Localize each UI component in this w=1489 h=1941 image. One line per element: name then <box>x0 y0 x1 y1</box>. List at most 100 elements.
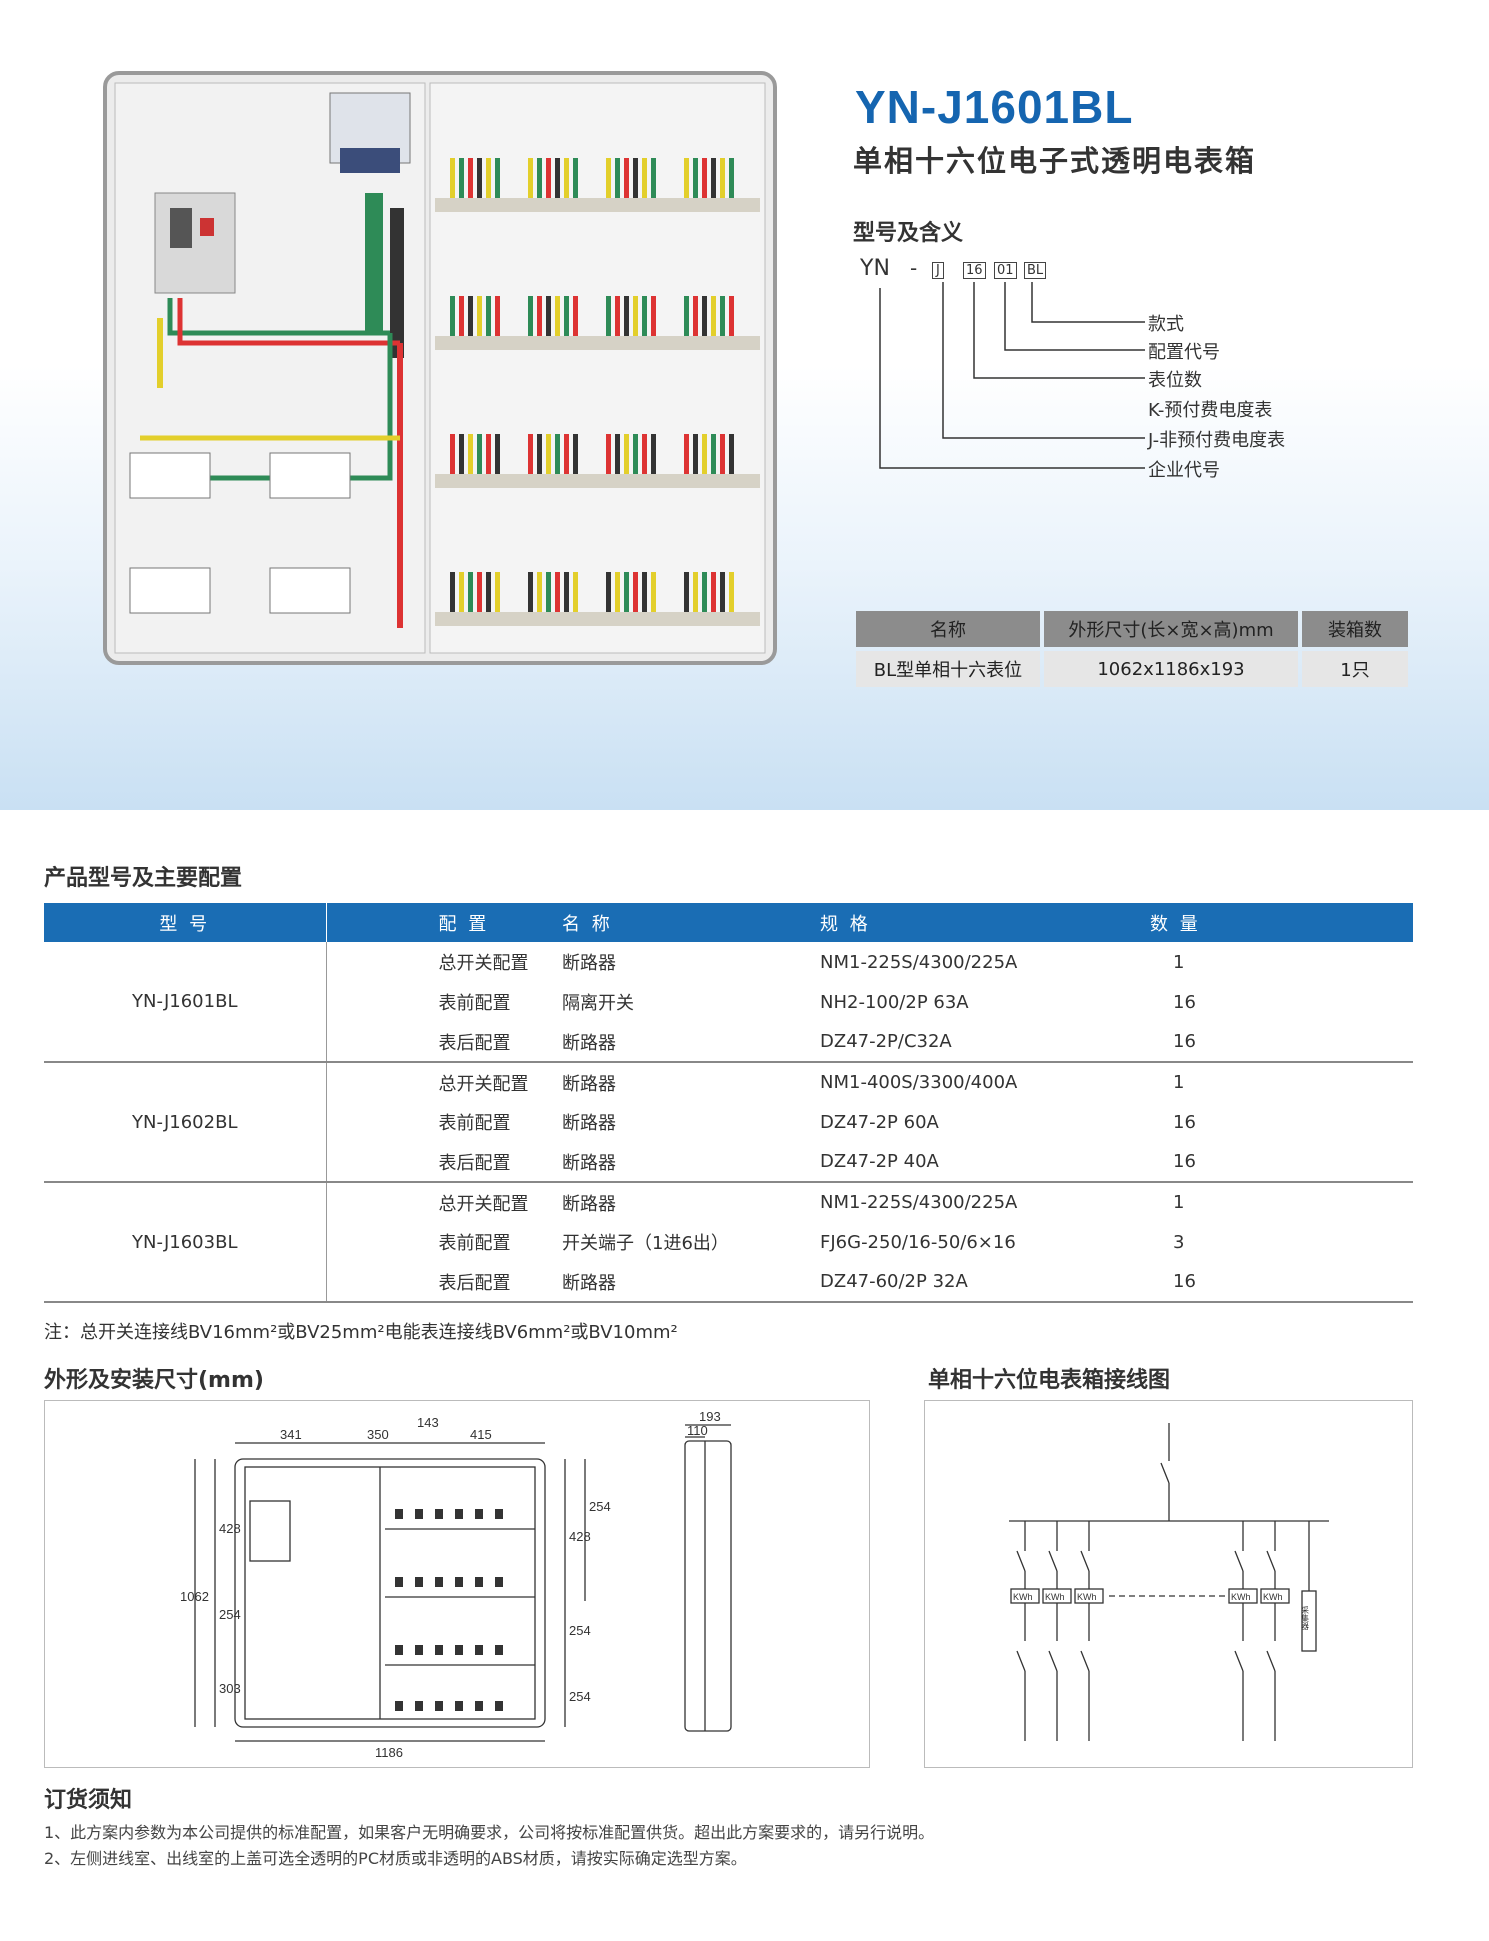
spec-cell-size: 1062x1186x193 <box>1044 651 1298 687</box>
config-header-spec: 规 格 <box>820 903 1150 942</box>
meter-wire <box>555 572 560 612</box>
meter-wire <box>477 296 482 336</box>
code-leader-lines <box>879 282 1145 469</box>
meter-label: KWh <box>1013 1592 1033 1602</box>
meter-wire <box>720 158 725 198</box>
meter-label: KWh <box>1045 1592 1065 1602</box>
config-cell: 总开关配置 <box>438 953 529 974</box>
config-cell: 16 <box>1150 1142 1413 1183</box>
meter-wire <box>564 158 569 198</box>
meter-wire <box>537 296 542 336</box>
meter-shelf <box>435 198 760 212</box>
config-cell: 断路器 <box>562 1262 820 1303</box>
meter-wire <box>486 296 491 336</box>
meter-wire <box>642 296 647 336</box>
table-row: 表后配置 断路器 DZ47-60/2P 32A 16 <box>44 1262 1413 1303</box>
config-cell: NH2-100/2P 63A <box>820 991 969 1013</box>
config-cell: NM1-400S/3300/400A <box>820 1072 1018 1093</box>
meter-wire <box>720 434 725 474</box>
spec-header-qty: 装箱数 <box>1302 611 1408 647</box>
config-cell: 断路器 <box>562 1022 820 1063</box>
dimensions-heading: 外形及安装尺寸(mm) <box>44 1368 264 1393</box>
code-prefix: YN <box>860 256 890 281</box>
code-label-style: 款式 <box>1148 314 1184 335</box>
config-cell: 1 <box>1173 951 1185 973</box>
config-table-header: 型 号 配 置 名 称 规 格 数 量 <box>44 903 1413 942</box>
collector-label: 采集器 <box>1301 1605 1310 1631</box>
meter-wire <box>495 434 500 474</box>
meter-wire <box>702 158 707 198</box>
meter-wire <box>450 158 455 198</box>
config-cell: DZ47-2P 60A <box>820 1111 939 1133</box>
meter-wire <box>450 572 455 612</box>
dim-top-143: 143 <box>417 1415 439 1430</box>
dim-top-350: 350 <box>367 1427 389 1442</box>
config-cell: FJ6G-250/16-50/6×16 <box>820 1231 1016 1253</box>
meter-wire <box>459 434 464 474</box>
meter-wire <box>711 296 716 336</box>
meter-wire <box>450 296 455 336</box>
meter-wire <box>495 296 500 336</box>
table-row: 表前配置 断路器 DZ47-2P 60A 16 <box>44 1102 1413 1142</box>
spec-header-size: 外形尺寸(长×宽×高)mm <box>1044 611 1298 647</box>
meter-wire <box>546 434 551 474</box>
meter-wire <box>702 434 707 474</box>
meter-wire <box>564 296 569 336</box>
config-cell: 断路器 <box>562 1073 616 1095</box>
ordering-notes: 1、此方案内参数为本公司提供的标准配置，如果客户无明确要求，公司将按标准配置供货… <box>44 1820 934 1872</box>
dim-left-428: 428 <box>219 1521 241 1536</box>
config-cell: 总开关配置 <box>438 1193 529 1215</box>
dim-side-110: 110 <box>687 1423 708 1438</box>
meter-shelf <box>435 612 760 626</box>
config-header-name: 名 称 <box>562 903 820 942</box>
config-cell: 表前配置 <box>438 1113 511 1134</box>
meter-wire <box>651 572 656 612</box>
meter-wire <box>624 296 629 336</box>
config-cell: 断路器 <box>562 953 616 974</box>
meter-wire <box>720 572 725 612</box>
dim-top-415: 415 <box>470 1427 492 1442</box>
meter-wire <box>555 158 560 198</box>
meter-wire <box>606 434 611 474</box>
meter-wire <box>573 158 578 198</box>
dim-left-303: 303 <box>219 1681 241 1696</box>
meter-wire <box>537 572 542 612</box>
meter-wire <box>729 572 734 612</box>
config-cell: 3 <box>1173 1231 1185 1253</box>
dim-total-width: 1186 <box>375 1745 403 1760</box>
meter-wire <box>573 434 578 474</box>
meter-wire <box>495 572 500 612</box>
config-cell: 16 <box>1173 991 1196 1013</box>
meter-wire <box>546 572 551 612</box>
meter-wire <box>459 158 464 198</box>
meter-wire <box>459 572 464 612</box>
meter-wire <box>642 158 647 198</box>
meter-wire <box>495 158 500 198</box>
spec-cell-qty: 1只 <box>1302 651 1408 687</box>
spec-table-row: BL型单相十六表位 1062x1186x193 1只 <box>856 651 1408 687</box>
code-part-bl: BL <box>1024 262 1047 279</box>
code-part-j: J <box>932 262 944 279</box>
config-cell: DZ47-2P/C32A <box>820 1022 1150 1063</box>
config-header-qty: 数 量 <box>1150 903 1413 942</box>
config-cell: 1 <box>1173 1192 1185 1213</box>
meter-wire <box>633 572 638 612</box>
config-model-cell: YN-J1603BL <box>44 1182 327 1303</box>
meter-wire <box>573 296 578 336</box>
meter-wire <box>468 158 473 198</box>
dimension-drawing: 341 350 143 415 428 254 303 1062 1186 25… <box>180 1409 732 1760</box>
wiring-heading: 单相十六位电表箱接线图 <box>928 1368 1171 1393</box>
meter-wire <box>555 434 560 474</box>
meter-wire <box>477 572 482 612</box>
meter-box-product-image <box>103 71 777 665</box>
meter-wire <box>555 296 560 336</box>
meter-wire <box>642 572 647 612</box>
config-note: 注：总开关连接线BV16mm²或BV25mm²电能表连接线BV6mm²或BV10… <box>44 1322 678 1343</box>
code-dash: - <box>910 256 918 280</box>
meter-wire <box>477 158 482 198</box>
meter-wire <box>564 572 569 612</box>
meter-wire <box>564 434 569 474</box>
meter-wire <box>528 296 533 336</box>
spec-table: 名称 外形尺寸(长×宽×高)mm 装箱数 BL型单相十六表位 1062x1186… <box>852 607 1412 691</box>
meter-wire <box>633 158 638 198</box>
